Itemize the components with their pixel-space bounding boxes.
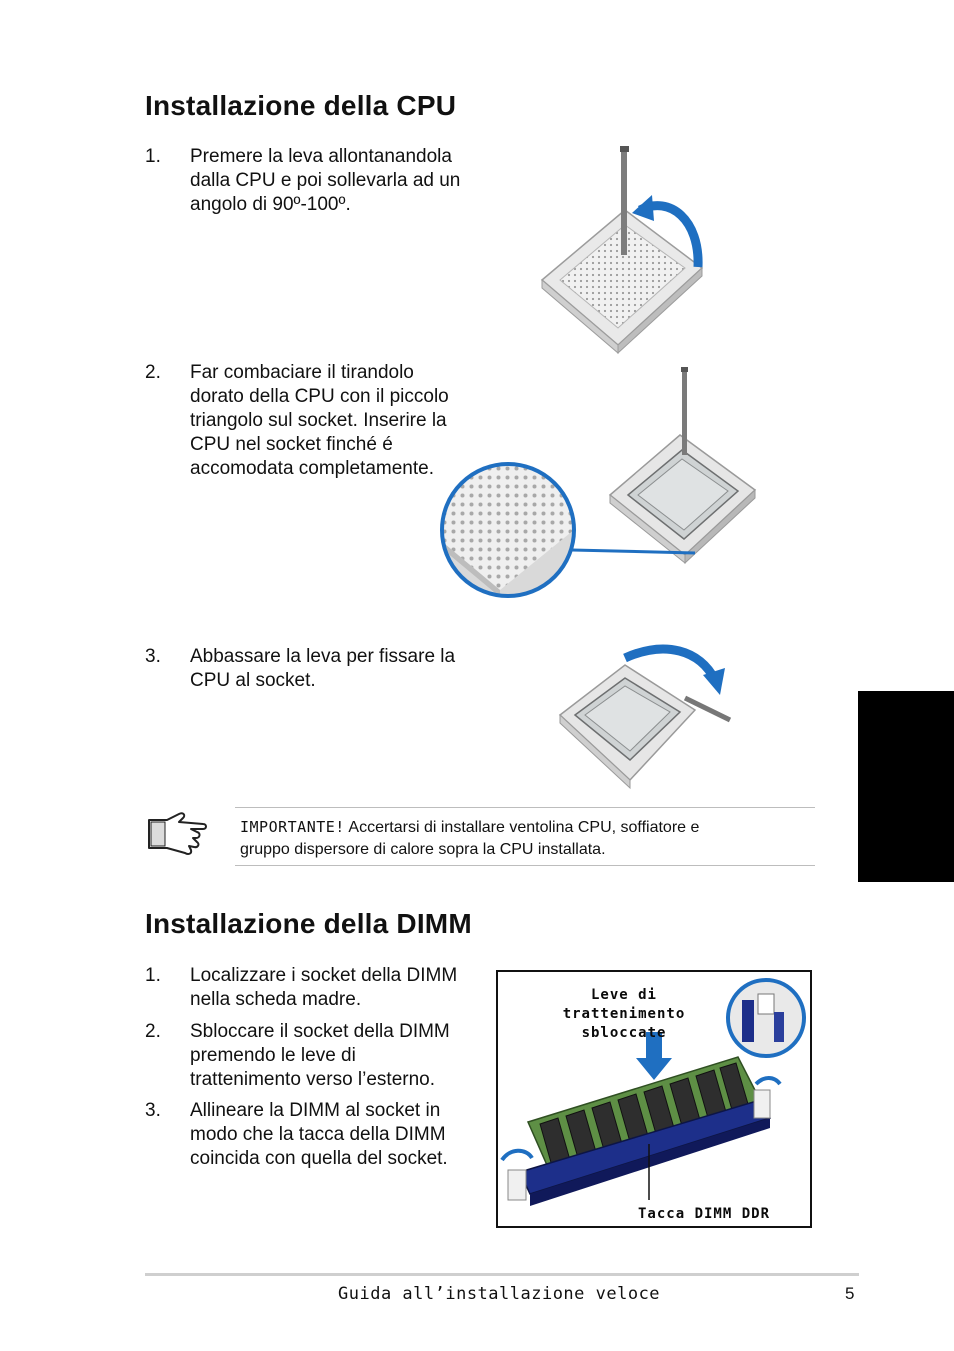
cpu-insert-illustration (440, 367, 757, 598)
note-bottom-rule (235, 865, 815, 866)
note-text: Accertarsi di installare ventolina CPU, … (344, 819, 700, 836)
blue-arrow-icon (632, 195, 703, 268)
step-number: 3. (145, 646, 161, 667)
cpu-socket-lever-up-illustration (540, 146, 704, 355)
step-line: accomodata completamente. (190, 458, 434, 479)
step-line: dorato della CPU con il piccolo (190, 386, 449, 407)
step-line: Premere la leva allontanandola (190, 146, 452, 167)
cpu-section-title: Installazione della CPU (145, 90, 457, 121)
dimm-module-illustration (500, 978, 806, 1206)
dimm-step-2: 2. Sbloccare il socket della DIMM premen… (145, 1020, 475, 1095)
step-line: nella scheda madre. (190, 989, 362, 1010)
step-line: triangolo sul socket. Inserire la (190, 410, 447, 431)
step-line: Sbloccare il socket della DIMM (190, 1021, 450, 1042)
cpu-step-2: 2. Far combaciare il tirandolo dorato de… (145, 361, 475, 486)
footer-rule (145, 1273, 859, 1276)
dimm-step-1: 1. Localizzare i socket della DIMM nella… (145, 964, 475, 1014)
step-line: Localizzare i socket della DIMM (190, 965, 458, 986)
step-line: Far combaciare il tirandolo (190, 362, 414, 383)
note-top-rule (235, 807, 815, 808)
step-number: 2. (145, 1021, 161, 1042)
step-line: premendo le leve di (190, 1045, 356, 1066)
step-line: angolo di 90º-100º. (190, 194, 351, 215)
note-label: IMPORTANTE! (240, 818, 345, 836)
step-number: 3. (145, 1100, 161, 1121)
step-line: modo che la tacca della DIMM (190, 1124, 446, 1145)
step-line: CPU nel socket finché é (190, 434, 393, 455)
step-line: coincida con quella del socket. (190, 1148, 448, 1169)
step-number: 1. (145, 965, 161, 986)
dimm-label-notch: Tacca DIMM DDR (638, 1206, 771, 1222)
cpu-step-1: 1. Premere la leva allontanandola dalla … (145, 145, 475, 220)
note-text-line-2: gruppo dispersore di calore sopra la CPU… (240, 841, 606, 858)
step-line: Allineare la DIMM al socket in (190, 1100, 441, 1121)
step-line: dalla CPU e poi sollevarla ad un (190, 170, 461, 191)
label-line: sbloccate (581, 1025, 667, 1041)
dimm-figure: Leve di trattenimento sbloccate Tacca DI… (496, 970, 812, 1228)
step-line: CPU al socket. (190, 670, 316, 691)
pointing-hand-icon (148, 812, 207, 855)
footer-guide-title: Guida all’installazione veloce (338, 1284, 661, 1304)
step-number: 1. (145, 146, 161, 167)
cpu-step-3: 3. Abbassare la leva per fissare la CPU … (145, 645, 475, 695)
dimm-step-3: 3. Allineare la DIMM al socket in modo c… (145, 1099, 475, 1174)
step-line: Abbassare la leva per fissare la (190, 646, 456, 667)
dimm-label-retention-clips: Leve di trattenimento sbloccate (526, 986, 722, 1043)
dimm-section-title: Installazione della DIMM (145, 908, 472, 939)
step-line: trattenimento verso l’esterno. (190, 1069, 436, 1090)
label-line: Leve di trattenimento (562, 987, 686, 1022)
important-note: IMPORTANTE! Accertarsi di installare ven… (240, 816, 810, 861)
cpu-lever-down-illustration (558, 644, 732, 790)
step-number: 2. (145, 362, 161, 383)
language-side-tab (858, 691, 954, 882)
footer-page-number: 5 (845, 1284, 855, 1303)
